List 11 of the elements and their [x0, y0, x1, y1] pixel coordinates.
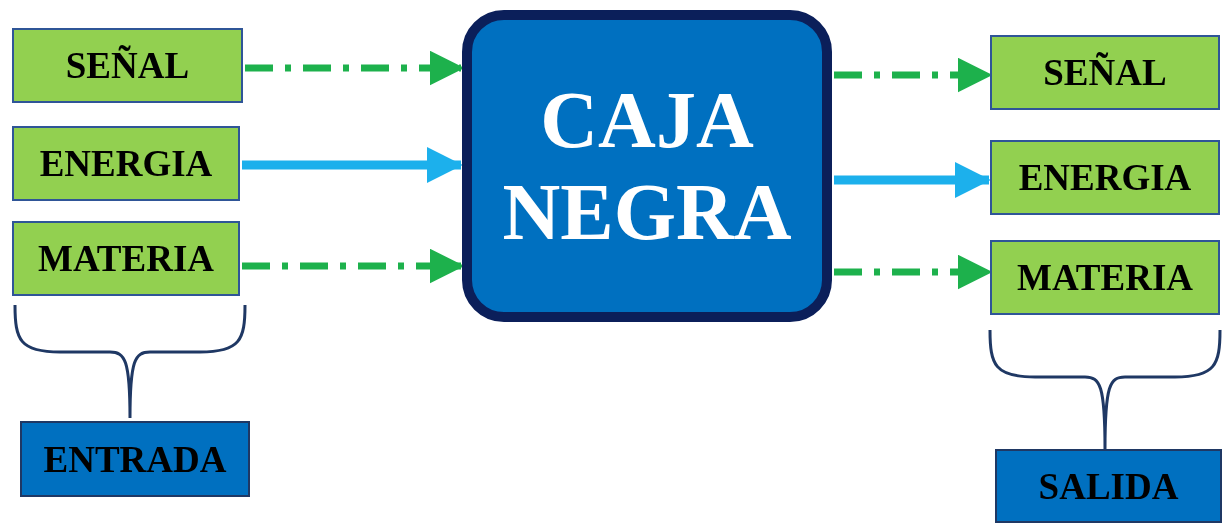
arrow	[242, 147, 463, 183]
group-label-box: ENTRADA	[20, 421, 250, 497]
signal-box: SEÑAL	[12, 28, 243, 103]
process-box: CAJA NEGRA	[462, 10, 832, 322]
signal-box: MATERIA	[990, 240, 1220, 315]
signal-box: ENERGIA	[990, 140, 1220, 215]
signal-box: SEÑAL	[990, 35, 1220, 110]
arrow	[834, 162, 991, 198]
group-label-box: SALIDA	[995, 449, 1222, 523]
signal-box: MATERIA	[12, 221, 240, 296]
signal-box: ENERGIA	[12, 126, 240, 201]
